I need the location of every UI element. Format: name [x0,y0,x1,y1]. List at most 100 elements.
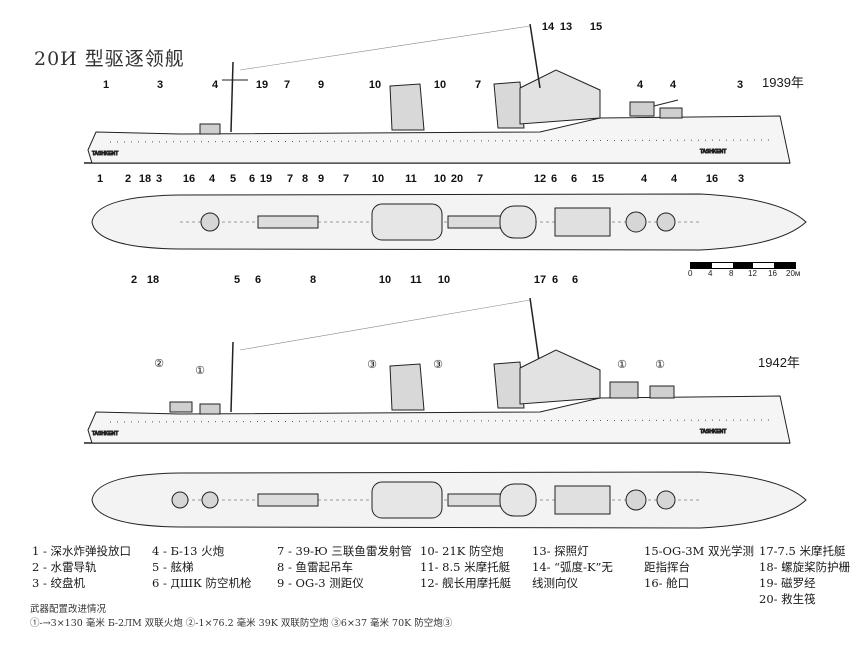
callout: 10 [369,79,381,91]
callout: 12 [534,173,546,185]
callout: 10 [434,79,446,91]
callouts-top-below-1939: 2 18 5 6 8 10 11 10 17 6 6 [131,274,578,286]
legend-item: 15-OG-3M 双光学测 [644,544,754,558]
callouts-side-1939: 1 3 4 19 7 9 10 10 7 14 13 15 4 4 3 [103,21,743,91]
callout: 3 [157,79,163,91]
callout: 7 [475,79,481,91]
legend-column: 4 - Б-13 火炮 5 - 舷梯 6 - ДШК 防空机枪 [152,543,252,591]
legend-item: 20- 救生筏 [759,592,816,606]
legend-column: 15-OG-3M 双光学测 距指挥台 16- 舱口 [644,543,754,591]
callout: 6 [255,274,261,286]
legend-item: 距指挥台 [644,560,690,574]
side-view-1942: TASHKENT TASHKENT [84,297,791,444]
callout: 11 [405,173,417,185]
callout: 16 [183,173,195,185]
legend-item: 10- 21K 防空炮 [420,544,504,558]
callout: 5 [234,274,240,286]
legend-item: 14- “弧度-K”无 [532,560,613,574]
legend-item: 8 - 鱼雷起吊车 [277,560,354,574]
callout: 3 [738,173,744,185]
legend-item: 3 - 绞盘机 [32,576,86,590]
scale-label: 0 [688,269,693,278]
callout: 19 [260,173,272,185]
legend-item: 13- 探照灯 [532,544,589,558]
callout: 5 [230,173,236,185]
callout: 7 [284,79,290,91]
callout: 10 [438,274,450,286]
callout: 4 [209,173,216,185]
legend-item: 17-7.5 米摩托艇 [759,544,846,558]
callout: 8 [310,274,316,286]
callout: 10 [434,173,446,185]
callout: 9 [318,173,324,185]
callout: 17 [534,274,546,286]
callout: 6 [249,173,255,185]
callout: 3 [737,79,743,91]
callout: 7 [343,173,349,185]
callout: 8 [302,173,308,185]
legend-item: 18- 螺旋桨防护栅 [759,560,851,574]
hull-name-side-1939: TASHKENT [700,149,726,155]
legend-item: 7 - 39-Ю 三联鱼雷发射管 [277,544,412,558]
legend-column: 17-7.5 米摩托艇 18- 螺旋桨防护栅 19- 磁罗经 20- 救生筏 [759,543,850,607]
callout: 3 [156,173,162,185]
callout: ① [617,359,627,371]
callout: 2 [131,274,137,286]
legend-item: 19- 磁罗经 [759,576,816,590]
callout: 7 [477,173,483,185]
callout: 4 [212,79,219,91]
legend-item: 5 - 舷梯 [152,560,194,574]
legend-column: 13- 探照灯 14- “弧度-K”无 线测向仪 [532,543,613,591]
callout: 9 [318,79,324,91]
scale-label: 16 [768,269,777,278]
callout: 10 [379,274,391,286]
legend-item: 2 - 水雷导轨 [32,560,97,574]
legend-item: 9 - OG-3 测距仪 [277,576,364,590]
callout: ③ [367,359,377,371]
legend-item: 1 - 深水炸弹投放口 [32,544,132,558]
callout: 4 [670,79,677,91]
callout: 13 [560,21,572,33]
callout: 19 [256,79,268,91]
callout: ③ [433,359,443,371]
hull-name-stern-1942: TASHKENT [92,431,118,437]
callout: 4 [671,173,678,185]
page-title: 20И 型驱逐领舰 [34,48,185,70]
callout: 4 [637,79,644,91]
legend-item: 4 - Б-13 火炮 [152,544,225,558]
callout: 6 [552,274,558,286]
callouts-top-above-1939: 1 2 18 3 16 4 5 6 19 7 8 9 7 10 11 10 20… [97,173,744,185]
scale-label: 12 [748,269,757,278]
callouts-1942: ② ① ③ ③ ① ① [154,358,665,377]
legend-item: 12- 舰长用摩托艇 [420,576,512,590]
callout: 10 [372,173,384,185]
callout: 11 [410,274,422,286]
legend-item: 线测向仪 [532,576,578,590]
callout: 18 [147,274,159,286]
callout: 15 [590,21,602,33]
callout: 1 [97,173,103,185]
notes-line: ①-→3×130 毫米 Б-2ЛМ 双联火炮 ②-1×76.2 毫米 39K 双… [30,618,453,629]
legend-column: 10- 21K 防空炮 11- 8.5 米摩托艇 12- 舰长用摩托艇 [420,543,511,591]
callout: 14 [542,21,555,33]
callout: 2 [125,173,131,185]
year-label-1939: 1939年 [762,75,804,90]
callout: 4 [641,173,648,185]
callout: 18 [139,173,151,185]
scale-label: 4 [708,269,713,278]
scale-label: 20м [786,269,801,278]
scale-bar: 0 4 8 12 16 20м [688,262,801,280]
top-view-1942 [91,471,807,529]
callout: ② [154,358,164,370]
side-view-1939: TASHKENT TASHKENT [84,23,791,164]
legend-item: 11- 8.5 米摩托艇 [420,560,511,574]
legend-column: 7 - 39-Ю 三联鱼雷发射管 8 - 鱼雷起吊车 9 - OG-3 测距仪 [277,543,412,591]
callout: 6 [551,173,557,185]
callout: 16 [706,173,718,185]
year-label-1942: 1942年 [758,355,800,370]
callout: 15 [592,173,604,185]
hull-name-stern-1939: TASHKENT [92,151,118,157]
hull-name-side-1942: TASHKENT [700,429,726,435]
legend-column: 1 - 深水炸弹投放口 2 - 水雷导轨 3 - 绞盘机 [32,543,131,591]
